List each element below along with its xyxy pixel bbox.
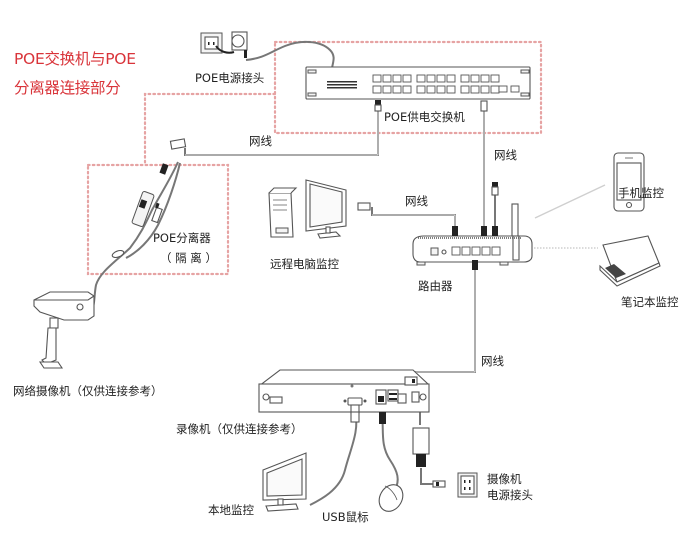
section-title-line2: 分离器连接部分 [14, 79, 121, 97]
switch-port [392, 85, 402, 94]
local-monitor-label: 本地监控 [208, 503, 254, 517]
switch-port [436, 85, 446, 94]
cable-label-router-nvr: 网线 [481, 354, 504, 368]
poe-highlight-region [86, 40, 543, 276]
switch-port [460, 74, 470, 83]
switch-port [490, 74, 500, 83]
network-switch-icon [305, 66, 531, 112]
cable-label-switch-splitter: 网线 [249, 134, 272, 148]
switch-port [402, 85, 412, 94]
switch-port [480, 74, 490, 83]
power-cable-top [245, 40, 335, 69]
switch-highlight-box [273, 40, 543, 135]
bullet-camera-icon [33, 291, 95, 369]
vga-cable [309, 411, 358, 506]
router-port [461, 246, 471, 256]
router-port [471, 246, 481, 256]
usb-mouse-label: USB鼠标 [322, 510, 369, 524]
camera-power-sublabel: 电源接头 [487, 488, 533, 502]
desktop-computer-icon [268, 179, 371, 239]
power-adapter-icon [412, 427, 446, 488]
splitter-highlight-box [86, 163, 230, 276]
switch-port [470, 74, 480, 83]
switch-port [426, 85, 436, 94]
switch-port [392, 74, 402, 83]
phone-label: 手机监控 [618, 186, 664, 200]
usb-cable [381, 411, 399, 491]
remote-pc-label: 远程电脑监控 [270, 257, 339, 271]
switch-port [372, 74, 382, 83]
poe-splitter-sublabel: （ 隔 离 ） [160, 251, 217, 265]
power-adapter-icon [215, 31, 248, 58]
switch-port [382, 85, 392, 94]
poe-splitter-label: POE分离器 [153, 231, 211, 245]
router-port [451, 246, 461, 256]
switch-port [402, 74, 412, 83]
switch-port [372, 85, 382, 94]
switch-port [382, 74, 392, 83]
wireless-links [525, 184, 606, 249]
laptop-label: 笔记本监控 [621, 295, 679, 309]
router-port [491, 246, 501, 256]
cable-label-pc-router: 网线 [405, 194, 428, 208]
laptop-icon [599, 235, 661, 287]
monitor-icon [262, 452, 307, 512]
switch-port [426, 74, 436, 83]
cable-label-switch-router: 网线 [494, 148, 517, 162]
wifi-router-icon [412, 182, 533, 270]
switch-port [416, 85, 426, 94]
poe-switch-label: POE供电交换机 [384, 110, 465, 124]
router-label: 路由器 [418, 279, 453, 293]
switch-port [480, 85, 490, 94]
power-outlet-icon [457, 472, 478, 498]
switch-port [460, 85, 470, 94]
camera-power-label: 摄像机 [487, 472, 522, 486]
mouse-icon [378, 484, 404, 512]
switch-port [470, 85, 480, 94]
power-outlet-icon [200, 32, 223, 54]
switch-port [490, 85, 500, 94]
ethernet-switch-splitter [184, 106, 379, 156]
ethernet-pc-router [371, 207, 456, 233]
wifi-link-phone [534, 184, 606, 219]
connector-highlight-path [143, 92, 277, 167]
poe-power-plug-label: POE电源接头 [195, 71, 265, 85]
splitter-cable [91, 161, 179, 311]
poe-splitter-icon [111, 138, 187, 259]
switch-port [446, 85, 456, 94]
ip-camera-label: 网络摄像机（仅供连接参考） [13, 384, 163, 398]
smartphone-icon [613, 152, 645, 212]
section-title-line1: POE交换机与POE [14, 50, 136, 68]
nvr-recorder-icon [258, 369, 430, 424]
switch-port [416, 74, 426, 83]
switch-port [436, 74, 446, 83]
router-port [481, 246, 491, 256]
switch-port [446, 74, 456, 83]
nvr-label: 录像机（仅供连接参考） [176, 422, 303, 436]
